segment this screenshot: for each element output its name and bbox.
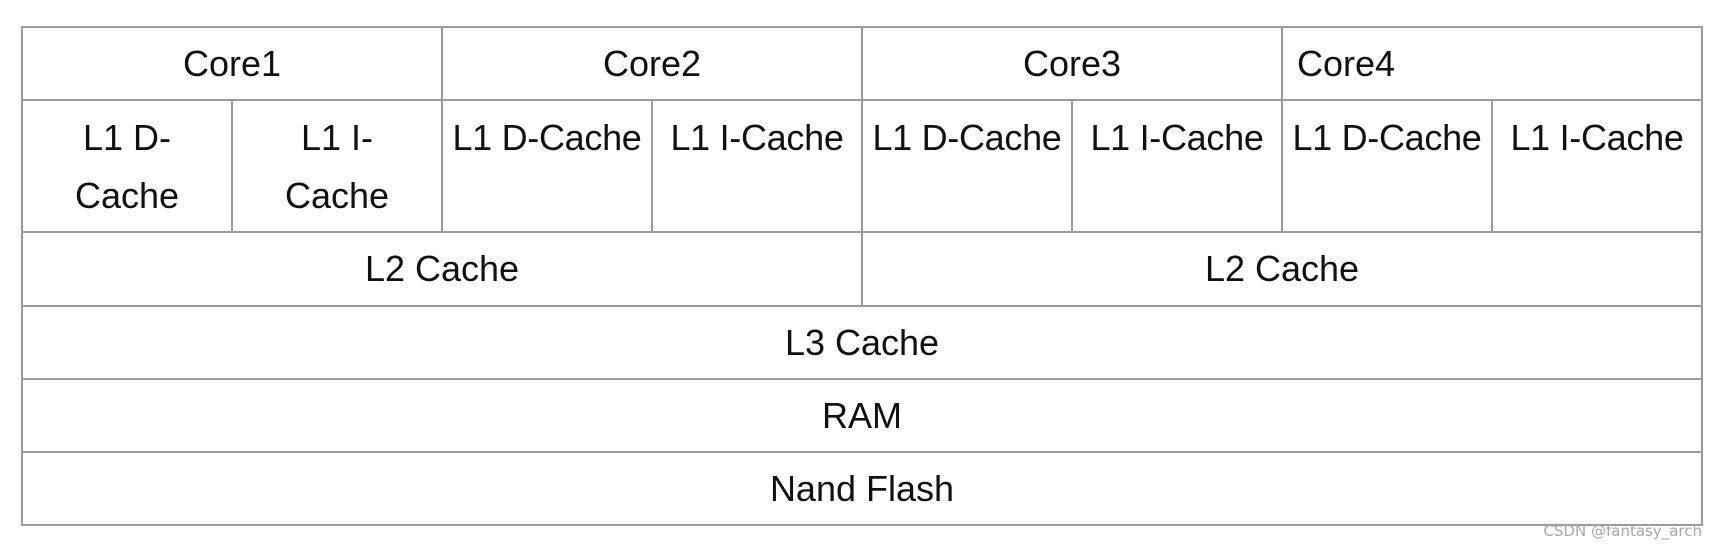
l1-d-cache-core1: L1 D-Cache [23, 101, 233, 233]
l1-i-cache-core1-label: L1 I-Cache [284, 117, 390, 216]
l1-i-cache-core4: L1 I-Cache [1493, 101, 1703, 233]
l1-i-cache-core1: L1 I-Cache [233, 101, 443, 233]
core-2-cell: Core2 [443, 28, 863, 101]
core-1-label: Core1 [182, 42, 282, 84]
ram-label: RAM [822, 394, 902, 436]
core-4-label: Core4 [1297, 42, 1396, 84]
l1-i-cache-core3: L1 I-Cache [1073, 101, 1283, 233]
core-2-label: Core2 [602, 42, 702, 84]
l1-i-cache-core2-label: L1 I-Cache [670, 117, 844, 158]
l1-d-cache-core2: L1 D-Cache [443, 101, 653, 233]
core-3-cell: Core3 [863, 28, 1283, 101]
l1-d-cache-core2-label: L1 D-Cache [452, 117, 642, 158]
l1-d-cache-core1-label: L1 D-Cache [74, 117, 180, 216]
core-1-cell: Core1 [23, 28, 443, 101]
memory-hierarchy-diagram: Core1 Core2 Core3 Core4 L1 D-Cache L1 I-… [21, 26, 1703, 526]
l2-cache-right: L2 Cache [863, 233, 1703, 307]
core-3-label: Core3 [1022, 42, 1122, 84]
l1-d-cache-core4-label: L1 D-Cache [1292, 117, 1482, 158]
l1-i-cache-core2: L1 I-Cache [653, 101, 863, 233]
l3-cache-label: L3 Cache [784, 321, 940, 363]
l1-d-cache-core3: L1 D-Cache [863, 101, 1073, 233]
l3-cache: L3 Cache [23, 307, 1703, 380]
nand-flash-label: Nand Flash [769, 467, 955, 509]
l2-cache-left-label: L2 Cache [364, 248, 520, 289]
watermark: CSDN @fantasy_arch [1543, 522, 1702, 540]
l2-cache-left: L2 Cache [23, 233, 863, 307]
l1-i-cache-core4-label: L1 I-Cache [1510, 117, 1684, 158]
l1-d-cache-core4: L1 D-Cache [1283, 101, 1493, 233]
core-4-cell: Core4 [1283, 28, 1703, 101]
ram: RAM [23, 380, 1703, 453]
l1-i-cache-core3-label: L1 I-Cache [1090, 117, 1264, 158]
l1-d-cache-core3-label: L1 D-Cache [872, 117, 1062, 158]
nand-flash: Nand Flash [23, 453, 1703, 526]
l2-cache-right-label: L2 Cache [1204, 248, 1360, 289]
